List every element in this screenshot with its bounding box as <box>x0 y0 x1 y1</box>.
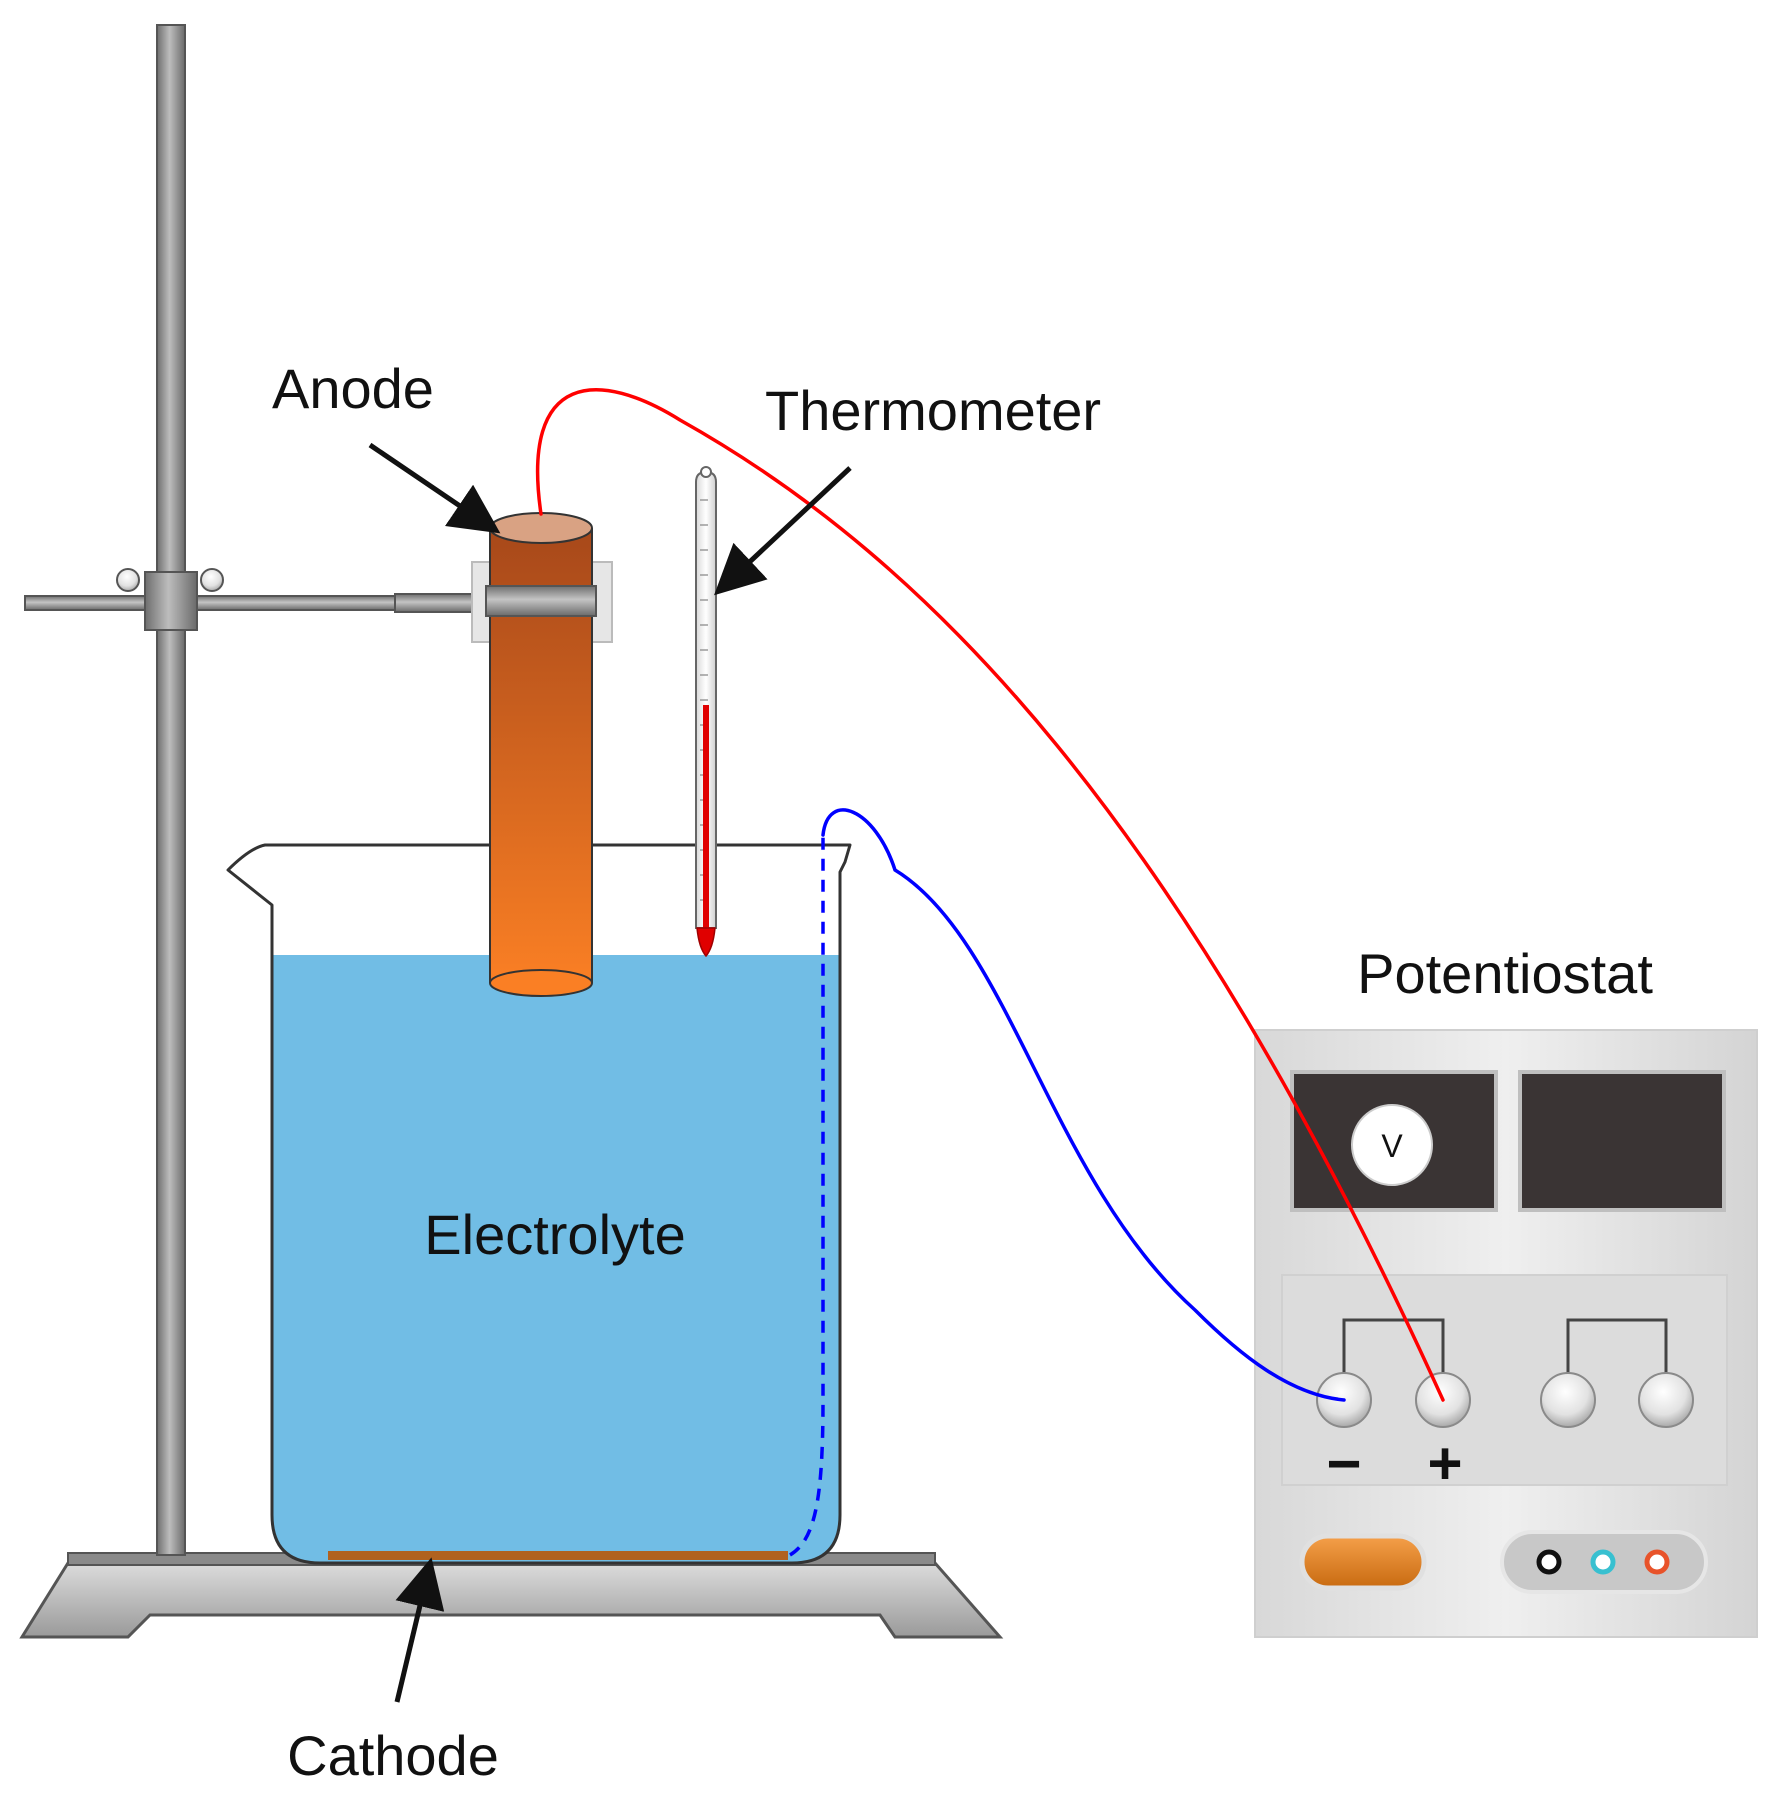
retort-stand <box>19 24 1004 1639</box>
thermometer-label: Thermometer <box>765 379 1101 442</box>
anode-clamp-band <box>485 585 597 617</box>
stand-rod <box>156 24 186 1556</box>
voltmeter-symbol: V <box>1381 1128 1403 1164</box>
potentiostat: V − + <box>1254 1029 1758 1638</box>
boss-screw-right <box>200 568 224 592</box>
anode-top-face <box>489 512 593 544</box>
stand-base <box>19 1561 1004 1639</box>
cathode-label: Cathode <box>287 1724 499 1787</box>
beaker-outline <box>226 843 852 1565</box>
anode-electrode <box>485 512 597 997</box>
thermometer <box>695 466 717 958</box>
thermometer-fluid-column <box>703 705 709 930</box>
thermometer-arrow <box>714 466 852 596</box>
negative-sign: − <box>1326 1430 1361 1497</box>
cathode-arrow <box>394 1557 445 1703</box>
electrolyte-liquid <box>272 955 840 1563</box>
terminal-4[interactable] <box>1638 1372 1694 1428</box>
positive-sign: + <box>1427 1430 1462 1497</box>
anode-label: Anode <box>272 357 434 420</box>
indicator-light-cyan <box>1590 1549 1616 1575</box>
terminal-bridge-left <box>1342 1318 1445 1390</box>
indicator-light-red <box>1644 1549 1670 1575</box>
negative-wire-submerged <box>789 835 825 1557</box>
indicator-light-black <box>1536 1549 1562 1575</box>
terminal-bridge-right <box>1566 1318 1668 1390</box>
terminal-3[interactable] <box>1540 1372 1596 1428</box>
beaker <box>226 843 852 1565</box>
boss-screw-left <box>116 568 140 592</box>
display-panel-right <box>1518 1070 1726 1212</box>
electrolyte-label: Electrolyte <box>424 1203 685 1266</box>
potentiostat-label: Potentiostat <box>1357 942 1653 1005</box>
cathode-plate <box>328 1551 788 1560</box>
boss-head <box>144 571 198 631</box>
anode-arrow <box>368 442 501 534</box>
voltmeter-icon: V <box>1351 1104 1433 1186</box>
thermometer-bulb <box>696 927 716 958</box>
positive-wire <box>535 388 1445 1402</box>
power-button-icon[interactable] <box>1299 1533 1427 1591</box>
clamp-arm <box>24 595 406 611</box>
negative-wire <box>821 808 1346 1402</box>
